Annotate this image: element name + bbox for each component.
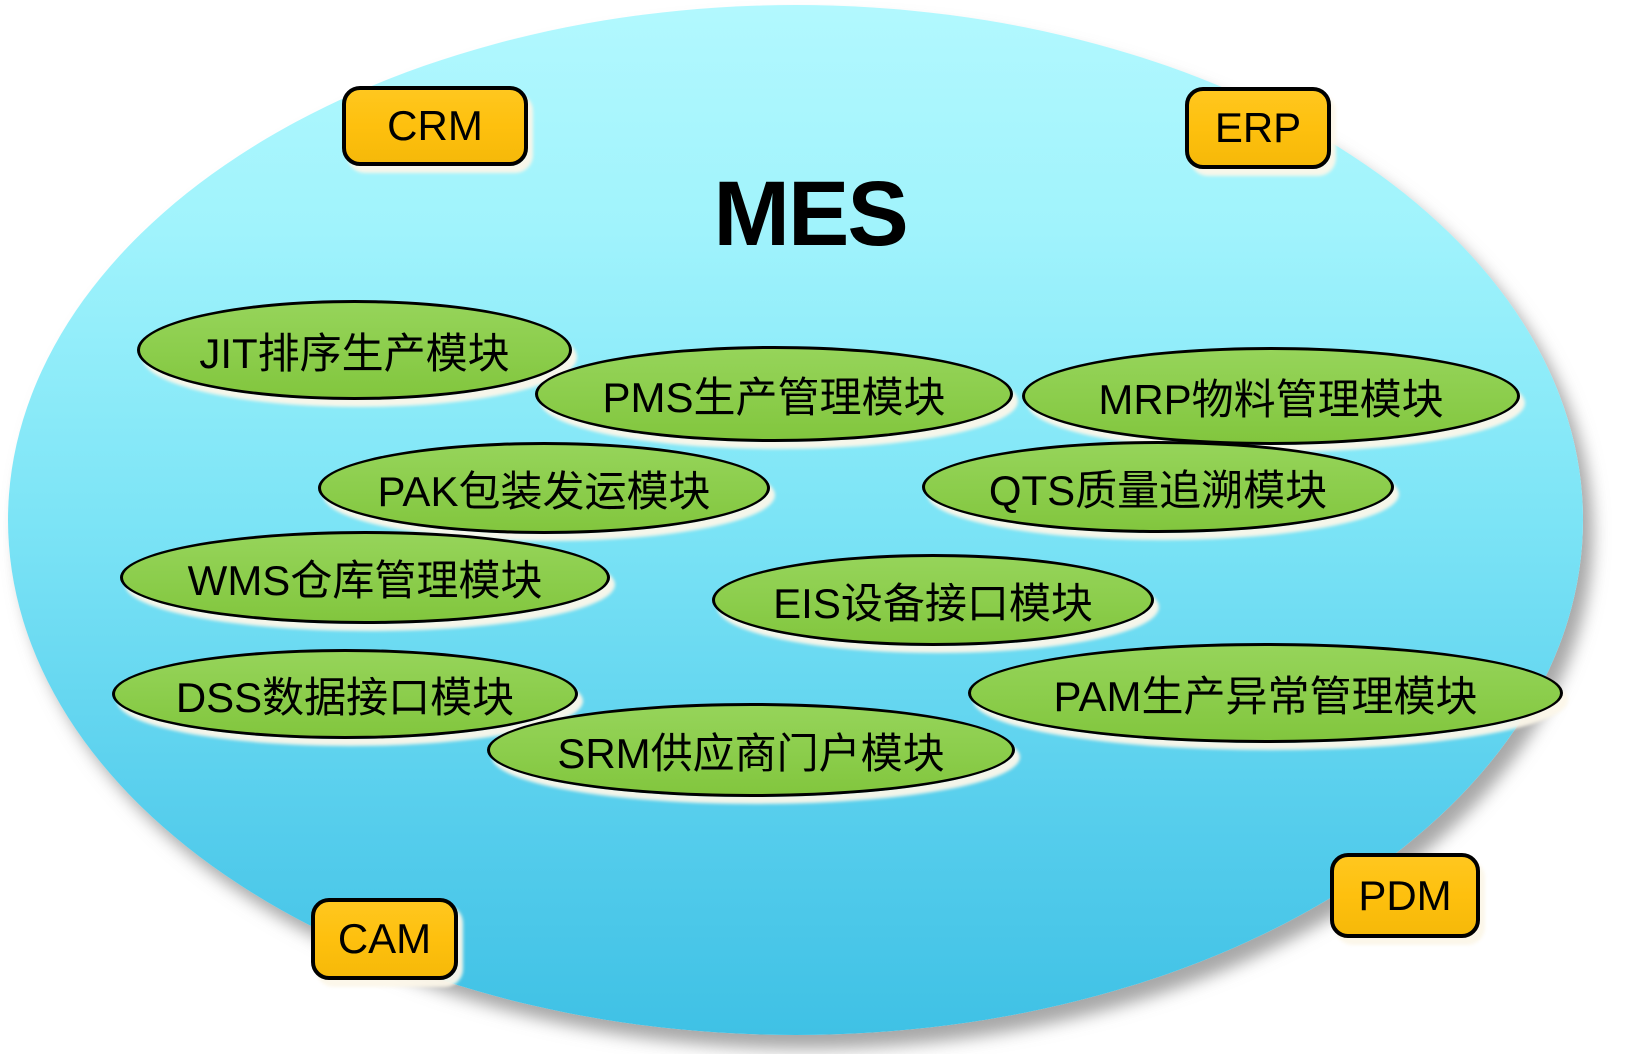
module-label: DSS数据接口模块	[175, 673, 515, 721]
external-system-crm: CRM	[342, 86, 528, 166]
external-system-label: CRM	[387, 102, 483, 149]
module-label: PAM生产异常管理模块	[1053, 672, 1478, 720]
module-label: WMS仓库管理模块	[187, 557, 543, 604]
module-label: EIS设备接口模块	[773, 579, 1093, 627]
module-ellipse-srm: SRM供应商门户模块	[487, 703, 1015, 797]
diagram-title: MES	[713, 163, 908, 265]
module-ellipse-wms: WMS仓库管理模块	[120, 531, 610, 624]
module-label: MRP物料管理模块	[1098, 375, 1444, 423]
module-ellipse-pam: PAM生产异常管理模块	[968, 643, 1563, 743]
module-ellipse-qts: QTS质量追溯模块	[922, 441, 1394, 533]
external-system-cam: CAM	[311, 898, 458, 980]
external-system-label: ERP	[1214, 104, 1302, 151]
module-label: PAK包装发运模块	[377, 467, 711, 515]
module-label: SRM供应商门户模块	[557, 729, 945, 777]
external-system-label: CAM	[337, 915, 432, 962]
external-system-erp: ERP	[1185, 87, 1331, 169]
module-ellipse-pak: PAK包装发运模块	[318, 442, 770, 534]
module-label: QTS质量追溯模块	[988, 466, 1328, 514]
module-ellipse-dss: DSS数据接口模块	[112, 649, 578, 739]
module-ellipse-eis: EIS设备接口模块	[712, 554, 1154, 646]
module-ellipse-jit: JIT排序生产模块	[137, 300, 572, 400]
module-label: PMS生产管理模块	[602, 373, 946, 421]
module-ellipse-mrp: MRP物料管理模块	[1022, 347, 1520, 445]
external-system-pdm: PDM	[1330, 853, 1480, 938]
module-ellipse-pms: PMS生产管理模块	[535, 346, 1013, 442]
external-system-label: PDM	[1358, 871, 1452, 919]
module-label: JIT排序生产模块	[199, 329, 510, 377]
